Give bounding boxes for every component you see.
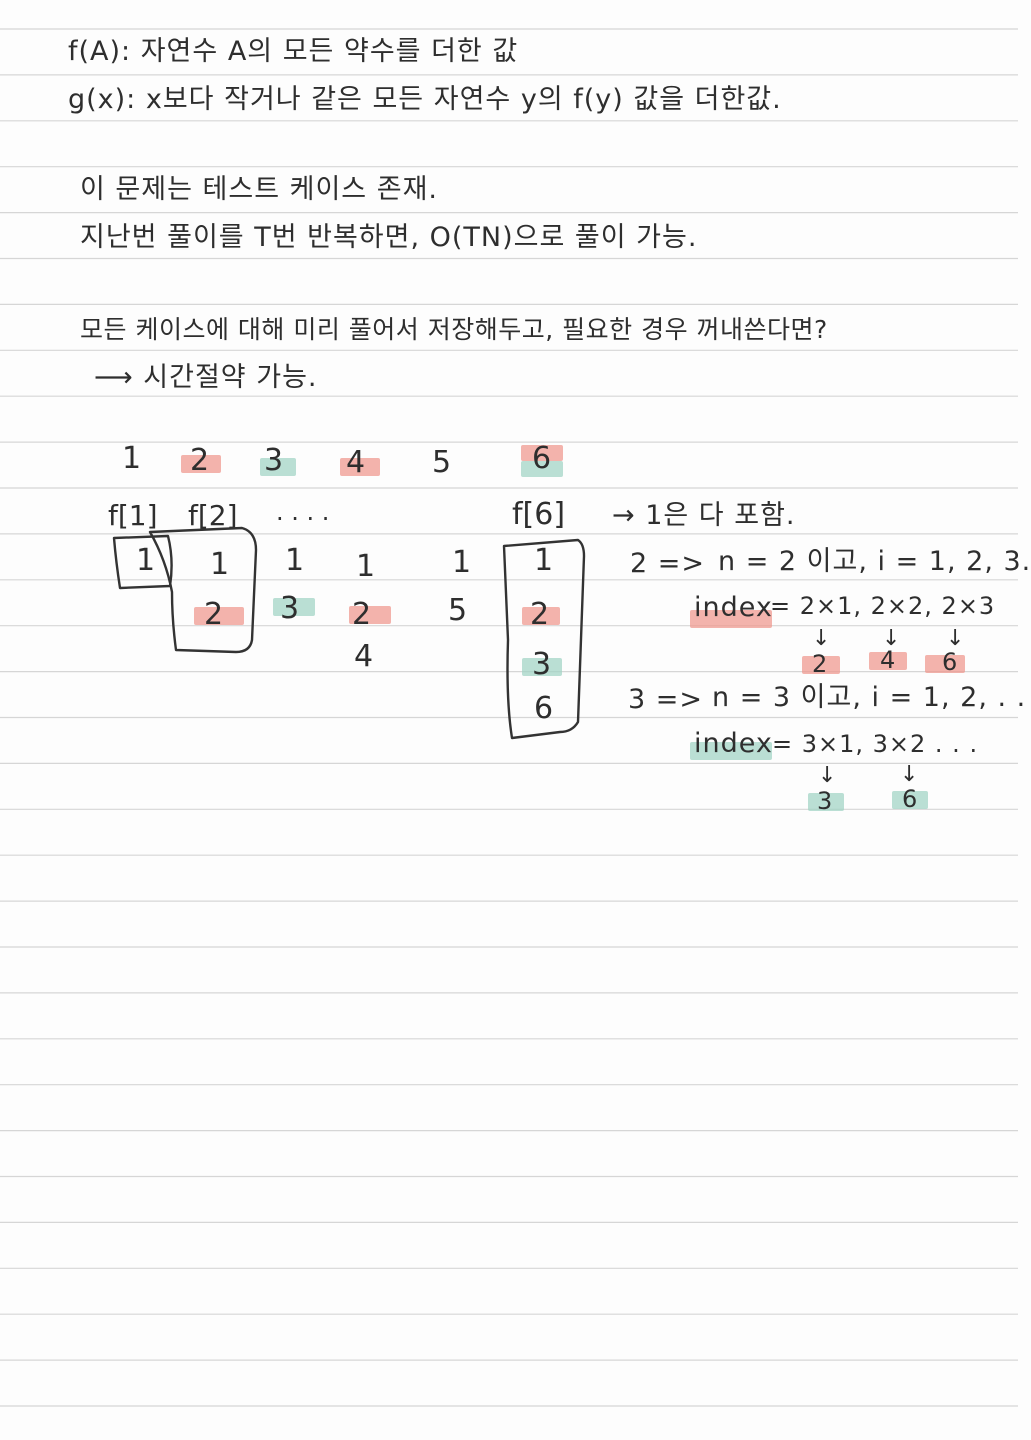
highlight-index-green bbox=[690, 742, 772, 760]
case3-arrow-2: ↓ bbox=[900, 762, 919, 787]
note-line-1: f(A): 자연수 A의 모든 약수를 더한 값 bbox=[68, 36, 519, 67]
case2-text: n = 2 이고, i = 1, 2, 3. bbox=[718, 546, 1031, 577]
top-number-5: 5 bbox=[432, 445, 452, 480]
highlight-4 bbox=[340, 458, 380, 476]
top-number-2: 2 bbox=[190, 443, 210, 478]
case2-result-2: 2 bbox=[812, 650, 828, 678]
top-number-1: 1 bbox=[122, 441, 142, 476]
highlight-6-bottom bbox=[521, 461, 563, 477]
case3-arrow-1: ↓ bbox=[818, 763, 837, 788]
top-number-6: 6 bbox=[532, 441, 552, 476]
c6-v1: 1 bbox=[534, 543, 554, 578]
case3-head: 3 => bbox=[628, 684, 704, 715]
top-number-3: 3 bbox=[264, 443, 284, 478]
case2-arrow-2: ↓ bbox=[882, 626, 901, 651]
highlight-6-top bbox=[521, 445, 563, 461]
side-note: → 1은 다 포함. bbox=[612, 500, 796, 531]
case2-head: 2 => bbox=[630, 548, 706, 579]
highlight-res3-3 bbox=[808, 793, 844, 811]
note-line-6: ⟶ 시간절약 가능. bbox=[94, 362, 318, 393]
note-line-2: g(x): x보다 작거나 같은 모든 자연수 y의 f(y) 값을 더한값. bbox=[68, 84, 782, 115]
label-f1: f[1] bbox=[108, 499, 158, 532]
c3-v1: 1 bbox=[285, 543, 305, 578]
c6-v3: 3 bbox=[532, 647, 552, 682]
highlight-2 bbox=[181, 455, 221, 473]
highlight-c4-2 bbox=[349, 606, 391, 624]
highlight-index-red bbox=[690, 610, 772, 628]
top-number-4: 4 bbox=[346, 445, 366, 480]
highlight-3 bbox=[260, 458, 296, 476]
highlight-res3-6 bbox=[892, 791, 928, 809]
label-f2: f[2] bbox=[188, 499, 238, 532]
c2-v1: 1 bbox=[210, 547, 230, 582]
highlight-res-2 bbox=[802, 656, 840, 674]
c5-v2: 5 bbox=[448, 593, 468, 628]
case2-arrow-3: ↓ bbox=[946, 626, 965, 651]
case2-index-label: index bbox=[694, 592, 773, 623]
case3-result-3: 3 bbox=[817, 787, 833, 815]
c6-v4: 6 bbox=[534, 691, 554, 726]
case2-arrow-1: ↓ bbox=[812, 626, 831, 651]
highlight-c3-3 bbox=[273, 598, 315, 616]
case3-text: n = 3 이고, i = 1, 2, . . bbox=[712, 682, 1027, 713]
note-line-4: 지난번 풀이를 T번 반복하면, O(TN)으로 풀이 가능. bbox=[80, 222, 698, 253]
label-dots: . . . . bbox=[276, 498, 330, 526]
c1-v1: 1 bbox=[136, 543, 156, 578]
note-line-3: 이 문제는 테스트 케이스 존재. bbox=[80, 174, 438, 205]
c5-v1: 1 bbox=[452, 545, 472, 580]
c3-v2: 3 bbox=[280, 591, 300, 626]
case2-index-expr: = 2×1, 2×2, 2×3 bbox=[770, 592, 996, 620]
highlight-res-4 bbox=[869, 652, 907, 670]
c4-v2: 2 bbox=[352, 597, 372, 632]
c4-v1: 1 bbox=[356, 549, 376, 584]
c2-v2: 2 bbox=[204, 597, 224, 632]
case2-result-6: 6 bbox=[942, 648, 958, 676]
case3-index-expr: = 3×1, 3×2 . . . bbox=[772, 730, 979, 758]
case3-index-label: index bbox=[694, 728, 773, 759]
highlight-res-6 bbox=[925, 655, 965, 673]
c6-v2: 2 bbox=[530, 597, 550, 632]
case2-result-4: 4 bbox=[880, 646, 896, 674]
c4-v3: 4 bbox=[354, 639, 374, 674]
case3-result-6: 6 bbox=[902, 785, 918, 813]
note-line-5: 모든 케이스에 대해 미리 풀어서 저장해두고, 필요한 경우 꺼내쓴다면? bbox=[80, 315, 828, 344]
label-f6: f[6] bbox=[512, 497, 566, 532]
